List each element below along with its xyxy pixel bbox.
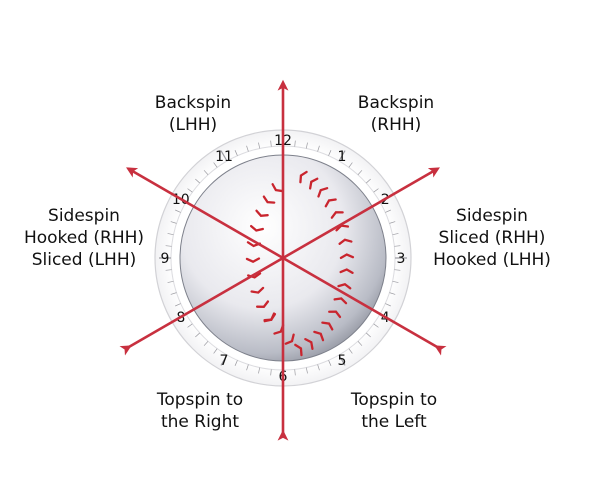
label-topspin-left: Topspin to the Left [350, 390, 438, 432]
dial-tick [294, 140, 296, 147]
label-sidespin-right: Sidespin Sliced (RHH) Hooked (LHH) [433, 206, 551, 270]
dial-tick [258, 367, 261, 374]
dial-tick [258, 142, 261, 149]
dial-tick [270, 140, 272, 147]
clock-number-11: 11 [215, 149, 233, 165]
label-backspin-lhh: Backspin (LHH) [154, 93, 232, 135]
dial-tick [270, 369, 272, 376]
dial-tick [317, 364, 320, 371]
label-sidespin-left: Sidespin Hooked (RHH) Sliced (LHH) [23, 206, 145, 270]
dial-tick [305, 367, 308, 374]
clock-number-9: 9 [161, 251, 170, 267]
dial-tick [234, 360, 238, 366]
dial-tick [246, 364, 249, 371]
dial-tick [328, 150, 332, 156]
dial-tick [338, 354, 346, 366]
dial-tick [220, 150, 228, 162]
dial-tick [234, 150, 238, 156]
dial-tick [220, 354, 228, 366]
clock-number-5: 5 [338, 353, 347, 369]
dial-tick [305, 142, 308, 149]
label-topspin-right: Topspin to the Right [156, 390, 244, 432]
dial-tick [213, 162, 218, 168]
clock-number-7: 7 [220, 353, 229, 369]
dial-tick [328, 360, 332, 366]
dial-tick [348, 162, 353, 168]
spin-axis-arrow [126, 167, 447, 356]
dial-tick [294, 369, 296, 376]
clock-number-1: 1 [338, 149, 347, 165]
dial-tick [246, 145, 249, 152]
label-backspin-rhh: Backspin (RHH) [357, 93, 435, 135]
spin-axis-arrows [119, 79, 447, 441]
dial-tick [317, 145, 320, 152]
dial-tick [338, 150, 346, 162]
clock-number-3: 3 [397, 251, 406, 267]
